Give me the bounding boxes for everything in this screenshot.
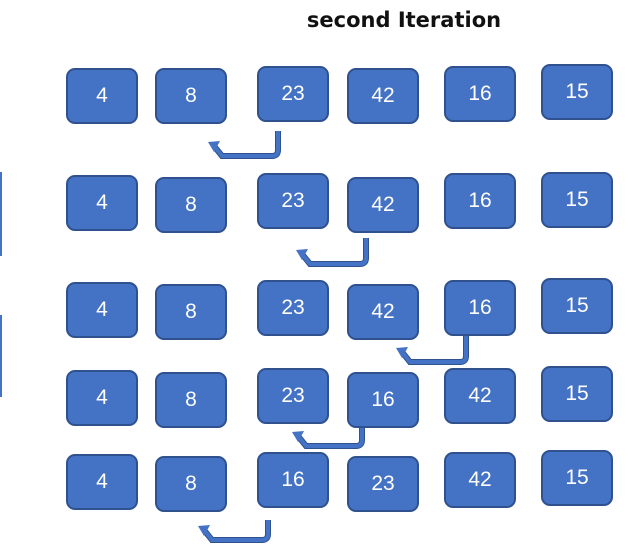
curved-arrow-icon	[198, 520, 271, 543]
array-cell: 42	[347, 284, 419, 340]
array-cell: 16	[257, 452, 329, 508]
array-cell: 23	[257, 280, 329, 336]
array-cell: 16	[347, 372, 419, 428]
array-cell: 15	[541, 172, 613, 228]
curved-arrow-icon	[396, 336, 469, 365]
array-cell: 15	[541, 366, 613, 422]
array-cell: 42	[444, 452, 516, 508]
array-cell: 42	[347, 177, 419, 233]
array-cell: 4	[66, 282, 138, 338]
curved-arrow-icon	[292, 428, 365, 449]
array-cell: 15	[541, 64, 613, 120]
array-cell: 16	[444, 173, 516, 229]
array-cell: 8	[155, 456, 227, 512]
array-cell: 15	[541, 278, 613, 334]
array-cell: 8	[155, 68, 227, 124]
diagram-title: second Iteration	[306, 8, 502, 32]
array-cell: 16	[444, 280, 516, 336]
curved-arrow-icon	[208, 131, 281, 159]
array-cell: 4	[66, 68, 138, 124]
array-cell: 23	[347, 456, 419, 512]
array-cell: 23	[257, 173, 329, 229]
left-edge-bar	[0, 172, 2, 256]
array-cell: 4	[66, 175, 138, 231]
array-cell: 42	[444, 368, 516, 424]
left-edge-bar	[0, 315, 2, 397]
curved-arrow-icon	[296, 238, 369, 267]
array-cell: 4	[66, 454, 138, 510]
array-cell: 8	[155, 177, 227, 233]
array-cell: 15	[541, 450, 613, 506]
array-cell: 23	[257, 66, 329, 122]
array-cell: 8	[155, 372, 227, 428]
array-cell: 16	[444, 66, 516, 122]
array-cell: 8	[155, 284, 227, 340]
array-cell: 23	[257, 368, 329, 424]
array-cell: 42	[347, 68, 419, 124]
array-cell: 4	[66, 370, 138, 426]
